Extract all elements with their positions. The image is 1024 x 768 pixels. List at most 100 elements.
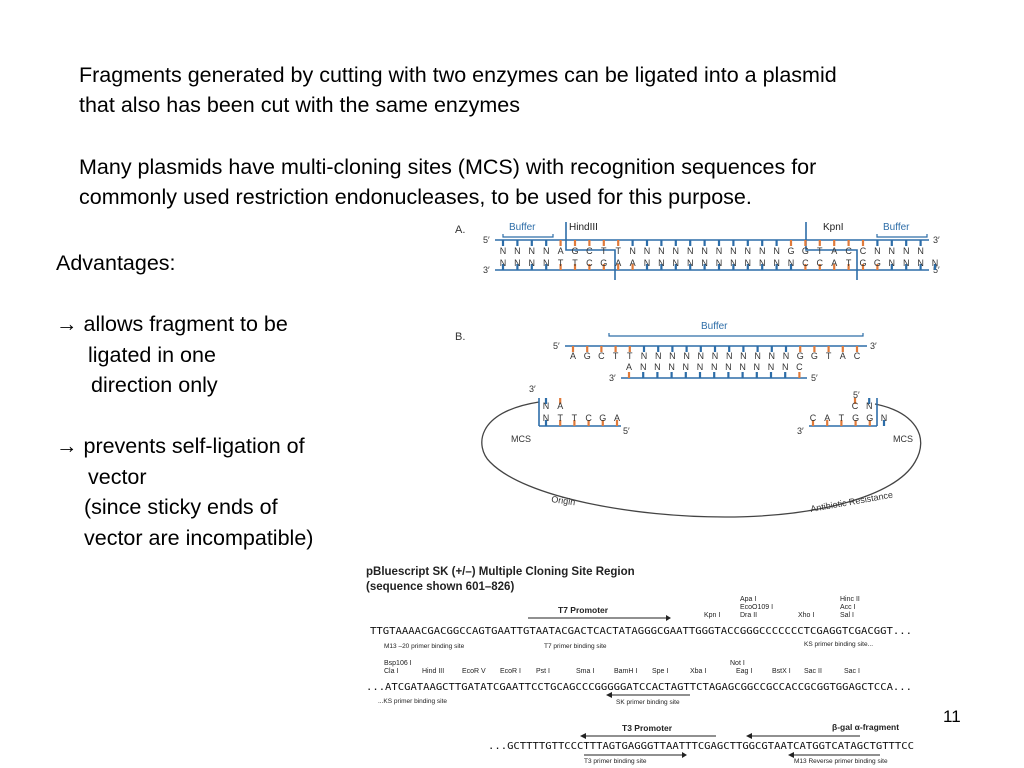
base-letter: T bbox=[557, 413, 563, 423]
base-letter: A bbox=[570, 351, 576, 361]
base-letter: N bbox=[745, 246, 752, 256]
base-letter: N bbox=[640, 362, 647, 372]
base-letter: T bbox=[627, 351, 633, 361]
page-number: 11 bbox=[943, 707, 961, 726]
buffer-right-label: Buffer bbox=[883, 222, 910, 233]
advantage-1-line-2: ligated in one bbox=[88, 342, 216, 367]
base-letter: C bbox=[802, 258, 809, 268]
base-letter: N bbox=[673, 258, 680, 268]
arrow-right-icon: → bbox=[56, 434, 78, 458]
base-letter: N bbox=[759, 246, 766, 256]
base-letter: A bbox=[626, 362, 632, 372]
figure-a-label: A. bbox=[455, 224, 465, 236]
m13-20-primer-site: M13 –20 primer binding site bbox=[384, 643, 465, 650]
base-letter: G bbox=[852, 413, 859, 423]
sk-primer-site: SK primer binding site bbox=[616, 699, 680, 706]
base-letter: N bbox=[903, 258, 910, 268]
beta-gal-label: β-gal α-fragment bbox=[832, 722, 899, 732]
base-letter: N bbox=[673, 246, 680, 256]
buffer-left-label: Buffer bbox=[509, 222, 536, 233]
base-letter: N bbox=[644, 246, 651, 256]
base-letter: C bbox=[796, 362, 803, 372]
base-letter: C bbox=[854, 351, 861, 361]
base-letter: C bbox=[585, 413, 592, 423]
base-letter: N bbox=[773, 258, 780, 268]
fragment-top-3prime: 3′ bbox=[870, 341, 877, 351]
base-letter: N bbox=[889, 258, 896, 268]
site-spe-i: Spe I bbox=[652, 668, 668, 675]
m13-reverse-arrowhead bbox=[788, 752, 794, 758]
site-sac-ii: Sac II bbox=[804, 668, 822, 675]
base-letter: C bbox=[852, 401, 859, 411]
base-letter: N bbox=[701, 246, 708, 256]
base-letter: T bbox=[613, 351, 619, 361]
base-letter: N bbox=[754, 362, 761, 372]
base-letter: N bbox=[917, 246, 924, 256]
base-letter: N bbox=[701, 258, 708, 268]
base-letter: N bbox=[644, 258, 651, 268]
base-letter: N bbox=[783, 351, 790, 361]
base-letter: N bbox=[745, 258, 752, 268]
site-hinc-ii: Hinc II bbox=[840, 596, 860, 603]
site-bstx-i: BstX I bbox=[772, 668, 791, 675]
base-letter: N bbox=[725, 362, 732, 372]
base-letter: N bbox=[641, 351, 648, 361]
base-letter: N bbox=[543, 258, 550, 268]
base-letter: G bbox=[599, 413, 606, 423]
advantage-2-line-2: vector bbox=[88, 464, 147, 489]
base-letter: A bbox=[558, 246, 564, 256]
antibiotic-resistance-label: Antibiotic Resistance bbox=[810, 490, 894, 514]
sequence-row-3: ...GCTTTTGTTCCCTTTAGTGAGGGTTAATTTCGAGCTT… bbox=[488, 741, 914, 752]
base-letter: C bbox=[810, 413, 817, 423]
site-bsp106-i: Bsp106 I bbox=[384, 660, 412, 667]
base-letter: N bbox=[683, 351, 690, 361]
site-ecor-v: EcoR V bbox=[462, 668, 486, 675]
arrow-right-icon: → bbox=[56, 312, 78, 336]
base-letter: N bbox=[654, 362, 661, 372]
site-ecoo109-i: EcoO109 I bbox=[740, 604, 773, 611]
base-letter: N bbox=[773, 246, 780, 256]
mcs-left-label: MCS bbox=[511, 434, 531, 444]
paragraph-1: Fragments generated by cutting with two … bbox=[79, 63, 837, 117]
fragment-top-5prime: 5′ bbox=[553, 341, 560, 351]
base-letter: N bbox=[500, 258, 507, 268]
buffer-right-bracket bbox=[876, 234, 928, 238]
beta-gal-arrowhead bbox=[746, 733, 752, 739]
base-letter: C bbox=[845, 246, 852, 256]
site-apa-i: Apa I bbox=[740, 596, 756, 603]
base-letter: N bbox=[543, 401, 550, 411]
base-letter: N bbox=[716, 246, 723, 256]
base-letter: N bbox=[687, 258, 694, 268]
site-kpn-i: Kpn I bbox=[704, 612, 720, 619]
base-letter: N bbox=[740, 351, 747, 361]
site-hind-iii: Hind III bbox=[422, 668, 444, 675]
base-letter: A bbox=[831, 246, 837, 256]
base-letter: T bbox=[572, 413, 578, 423]
fragment-bot-3prime: 3′ bbox=[609, 373, 616, 383]
advantages-title: Advantages: bbox=[56, 251, 176, 275]
base-letter: N bbox=[529, 246, 536, 256]
base-letter: T bbox=[839, 413, 845, 423]
base-letter: T bbox=[846, 258, 852, 268]
base-letter: G bbox=[859, 258, 866, 268]
figa-top-5prime: 5′ bbox=[483, 235, 490, 245]
left-end-3prime: 3′ bbox=[529, 384, 536, 394]
base-letter: N bbox=[711, 362, 718, 372]
t3-primer-site: T3 primer binding site bbox=[584, 758, 647, 765]
base-letter: N bbox=[712, 351, 719, 361]
figure-b-label: B. bbox=[455, 331, 465, 343]
mcs-right-label: MCS bbox=[893, 434, 913, 444]
base-letter: N bbox=[782, 362, 789, 372]
base-letter: G bbox=[787, 246, 794, 256]
base-letter: N bbox=[500, 246, 507, 256]
base-letter: A bbox=[831, 258, 837, 268]
base-letter: N bbox=[697, 362, 704, 372]
base-letter: N bbox=[903, 246, 910, 256]
base-letter: N bbox=[726, 351, 733, 361]
fragment-bot-5prime: 5′ bbox=[811, 373, 818, 383]
sequence-row-1: TTGTAAAACGACGGCCAGTGAATTGTAATACGACTCACTA… bbox=[370, 626, 912, 637]
t7-primer-site: T7 primer binding site bbox=[544, 643, 607, 650]
